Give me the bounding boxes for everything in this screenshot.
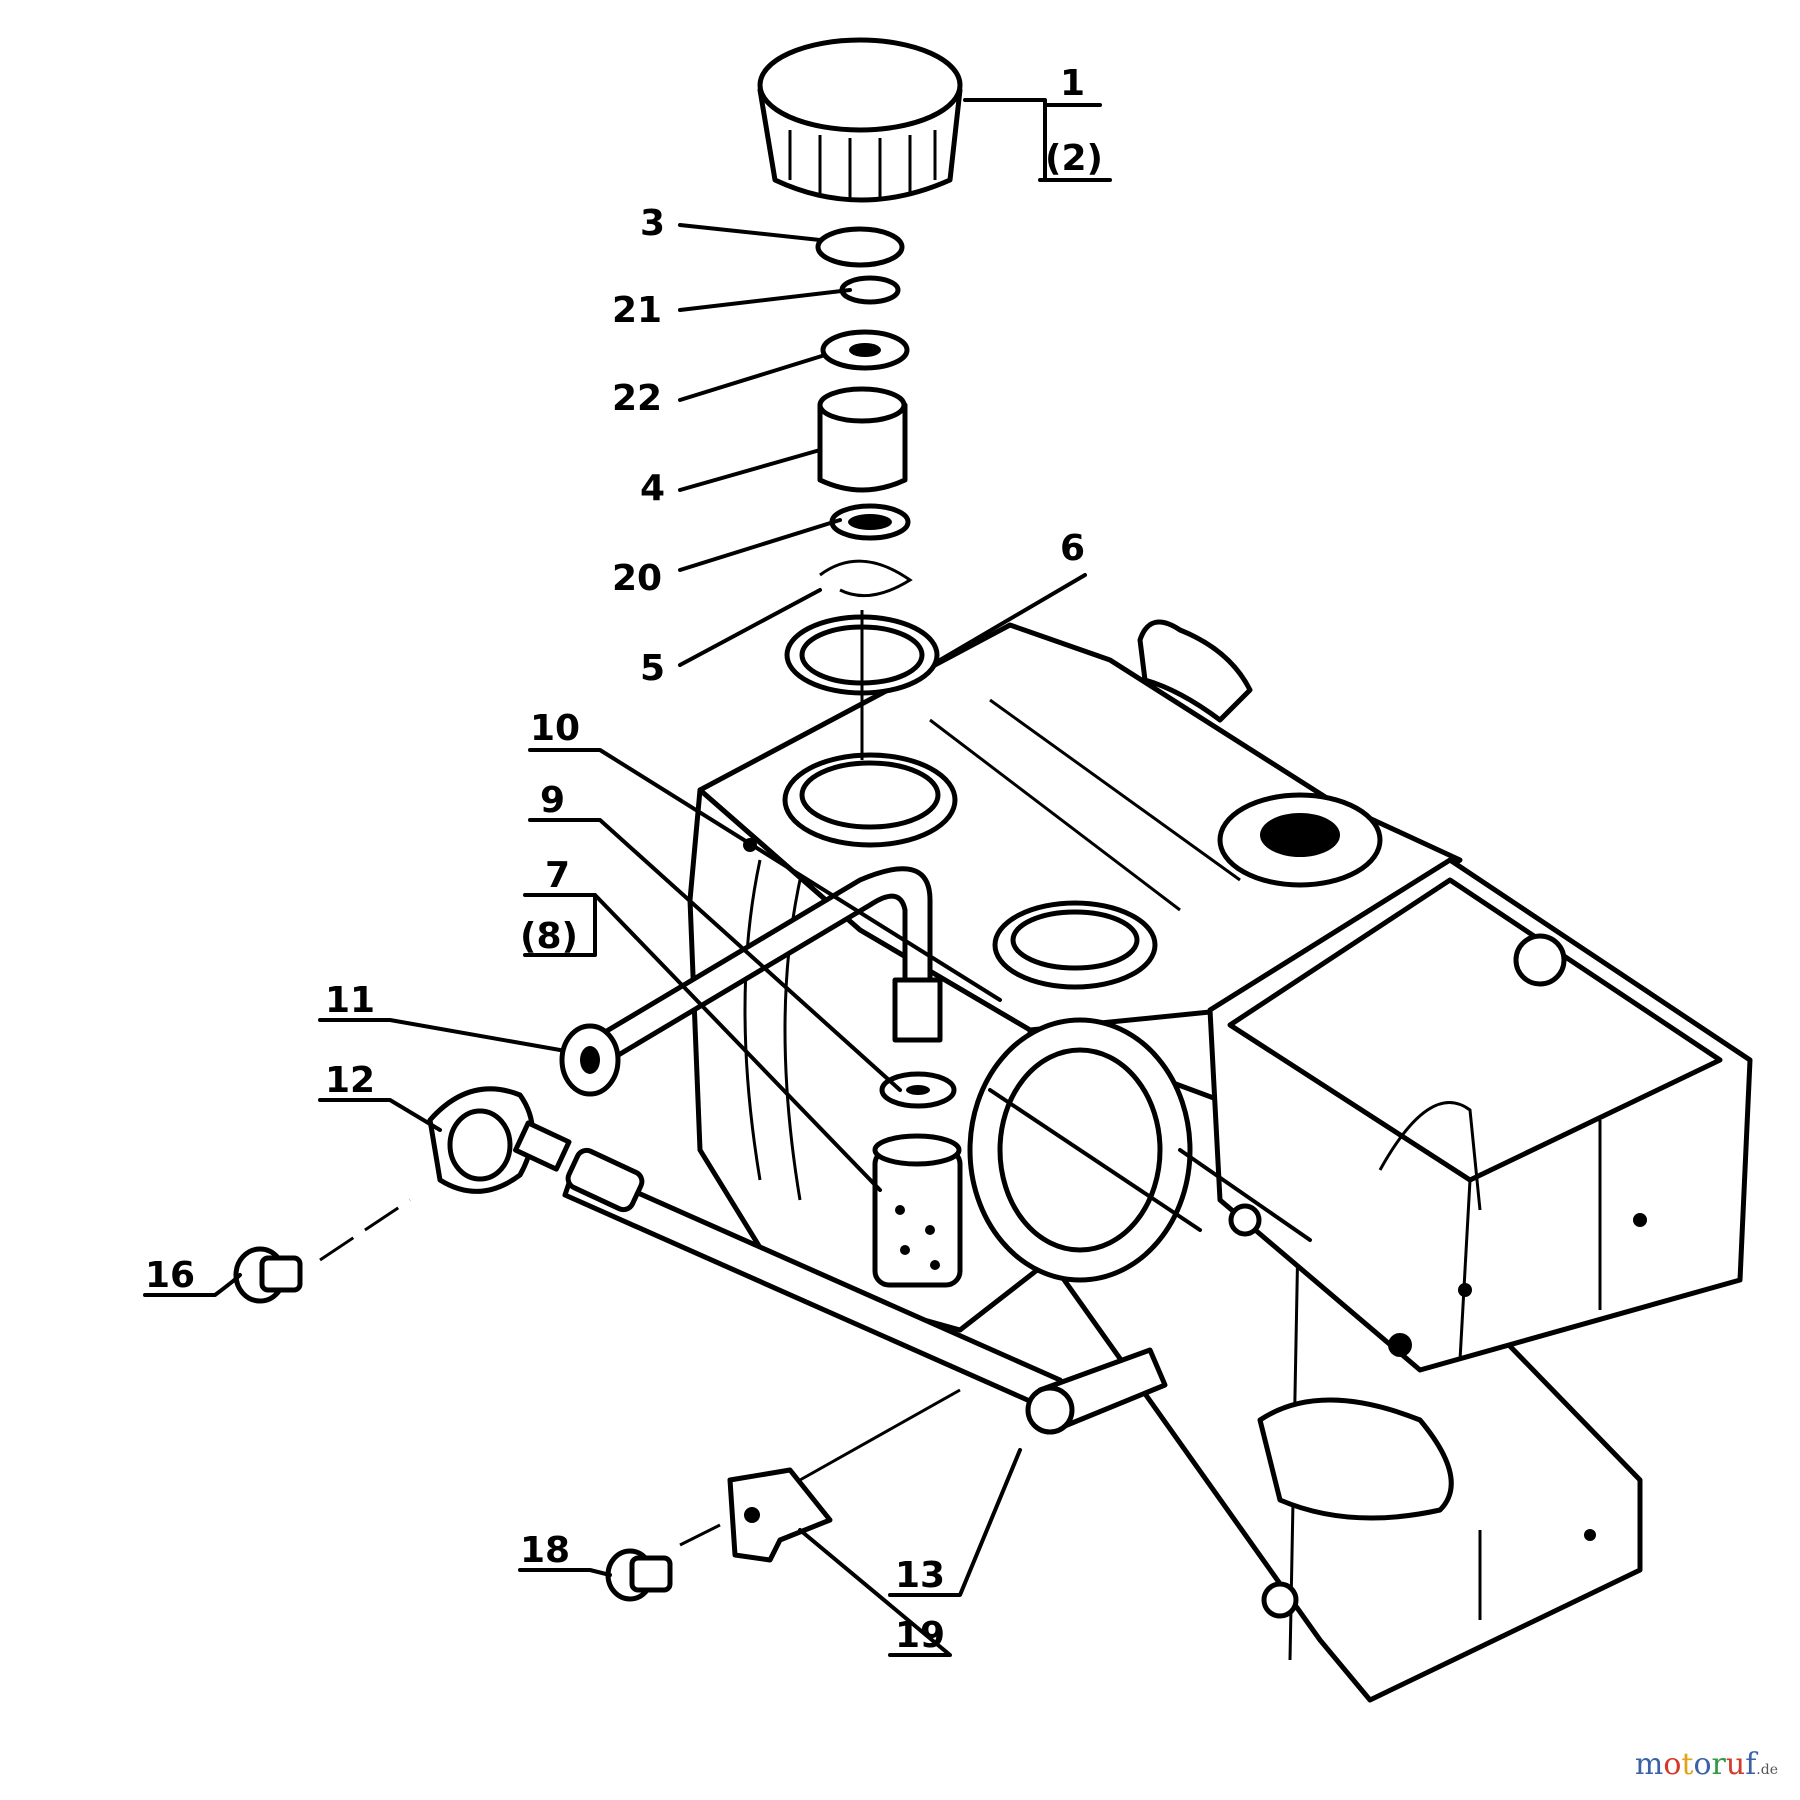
callout-labels: 1 (2) 3 21 22 4 20 5 6 10 9 7 (8) 11 12 …: [145, 63, 1103, 1656]
callout-3: 3: [640, 203, 665, 244]
callout-21: 21: [612, 290, 662, 331]
callout-12: 12: [325, 1060, 375, 1101]
callout-20: 20: [612, 558, 662, 599]
callout-4: 4: [640, 468, 665, 509]
callout-16: 16: [145, 1255, 195, 1296]
callout-6: 6: [1060, 528, 1085, 569]
watermark-letter: o: [1663, 1747, 1682, 1782]
filler-cap-stack: [757, 37, 963, 760]
callout-19: 19: [895, 1615, 945, 1656]
callout-8: (8): [520, 916, 578, 957]
filler-openings: [743, 752, 1383, 990]
watermark-letter: o: [1693, 1747, 1712, 1782]
gearbox-cover: [1207, 857, 1753, 1373]
callout-13: 13: [895, 1555, 945, 1596]
oil-line-assembly: [233, 866, 1168, 1602]
watermark-suffix: .de: [1756, 1762, 1778, 1778]
watermark-logo: motoruf.de: [1635, 1747, 1778, 1782]
watermark-letter: f: [1745, 1747, 1757, 1782]
watermark-letter: u: [1725, 1747, 1746, 1782]
callout-1: 1: [1060, 63, 1085, 104]
callout-22: 22: [612, 378, 662, 419]
watermark-letter: m: [1634, 1747, 1664, 1782]
watermark-letter: r: [1711, 1747, 1726, 1782]
bearing-ring: [967, 1017, 1312, 1283]
callout-2: (2): [1045, 138, 1103, 179]
leader-lines: [143, 98, 1112, 1657]
callout-7: 7: [545, 855, 570, 896]
callout-10: 10: [530, 708, 580, 749]
callout-5: 5: [640, 648, 665, 689]
callout-11: 11: [325, 980, 375, 1021]
callout-18: 18: [520, 1530, 570, 1571]
callout-9: 9: [540, 780, 565, 821]
watermark-letter: t: [1681, 1747, 1694, 1782]
